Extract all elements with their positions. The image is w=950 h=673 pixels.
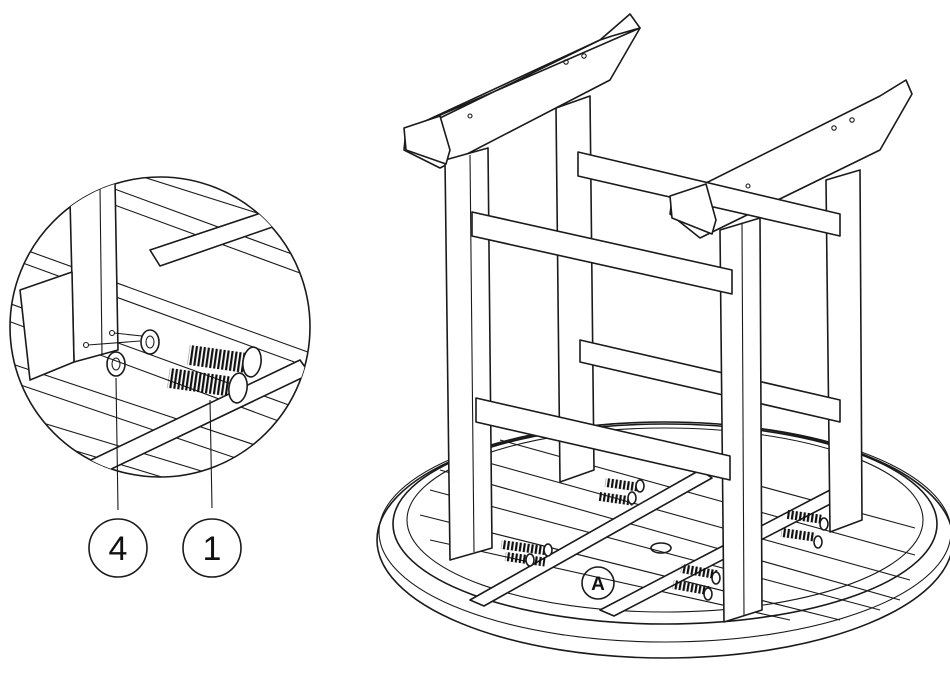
leader-line-4 <box>115 377 119 511</box>
detail-magnifier <box>9 176 311 511</box>
detail-washers <box>87 329 160 377</box>
table-bolts <box>500 478 829 601</box>
umbrella-hole <box>650 542 672 554</box>
table-base <box>403 13 913 623</box>
callout-label: 4 <box>109 530 128 568</box>
table-top <box>376 421 950 659</box>
detail-leg <box>19 179 119 381</box>
callout-1: 1 <box>182 518 242 578</box>
assembly-label-a: A <box>581 566 615 600</box>
callout-label: 1 <box>203 530 222 568</box>
assembly-label-text: A <box>591 574 605 595</box>
detail-bolts <box>167 345 262 404</box>
callout-4: 4 <box>88 518 148 578</box>
leader-line-1 <box>209 399 213 509</box>
